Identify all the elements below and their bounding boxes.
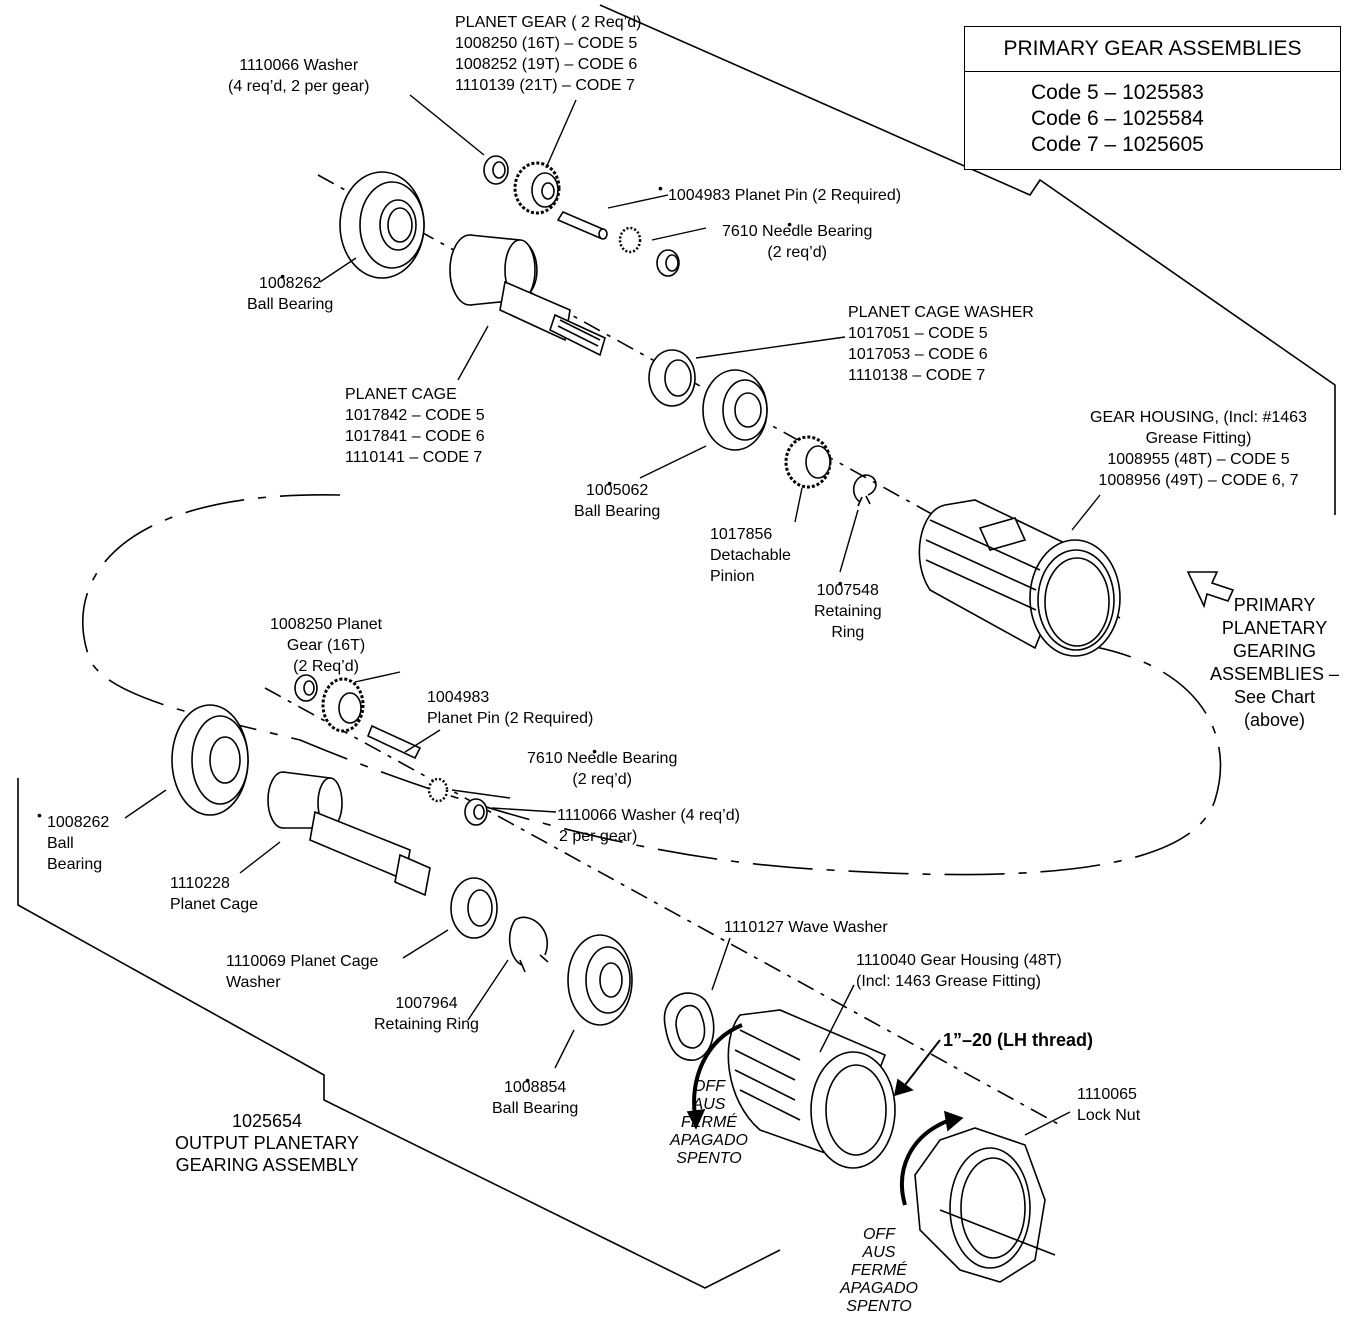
rotation-arrow-2-icon [900,1118,951,1206]
output-gear-housing-label: 1110040 Gear Housing (48T)(Incl: 1463 Gr… [856,952,1062,990]
output-cage-washer-part [450,877,498,939]
primary-pinion-part [784,435,832,489]
primary-gear-assemblies-chart: PRIMARY GEAR ASSEMBLIES Code 5 – 1025583… [964,26,1341,170]
output-washer-part [294,674,488,826]
output-needle-bearing-part [427,777,449,803]
chart-title: PRIMARY GEAR ASSEMBLIES [965,27,1340,72]
primary-retaining-ring-part [852,474,877,507]
output-ball-bearing-2-part [567,934,633,1026]
primary-planet-gear-label: PLANET GEAR ( 2 Req’d)1008250 (16T) – CO… [455,14,642,94]
output-ball-bearing-1-part [171,704,249,816]
callout-arrow-icon [1186,571,1235,609]
primary-needle-bearing-part [618,226,680,277]
output-assembly-bracket [17,778,781,1289]
output-lock-nut-part [914,1127,1056,1283]
output-washer-label: 1110066 Washer (4 req’d)2 per gear) [557,807,740,845]
primary-planet-pin-part [556,210,608,240]
chart-row: Code 5 – 1025583 [1031,81,1204,104]
output-gear-housing-part [727,1009,896,1169]
output-planet-pin-part [366,724,422,760]
output-wave-washer-label: 1110127 Wave Washer [724,919,888,936]
leader-lines [124,94,1101,1136]
primary-gear-housing-part [918,499,1121,657]
primary-assembly-boundary [599,4,1336,515]
output-retaining-ring-part [508,916,549,973]
output-thread-label: 1”–20 (LH thread) [943,1030,1094,1050]
thread-arrow-icon [904,1039,941,1086]
primary-planet-pin-label: 1004983 Planet Pin (2 Required) [658,178,901,206]
output-planet-gear-part [321,677,365,733]
primary-cage-washer-part [648,349,696,407]
primary-washer-part [483,155,509,185]
output-wave-washer-part [663,992,715,1061]
output-dashed-loop [82,494,1222,876]
primary-planet-gear-part [513,161,561,215]
output-needle-bearing-label: 7610 Needle Bearing(2 req’d) [527,741,677,790]
chart-row: Code 6 – 1025584 [1031,107,1204,130]
output-planet-cage-part [267,771,431,897]
rotation-arrow-icon [692,1023,743,1116]
primary-washer-label: 1110066 Washer(4 req’d, 2 per gear) [228,57,370,95]
primary-planet-cage-part [449,234,606,357]
primary-needle-bearing-label: 7610 Needle Bearing(2 req’d) [722,214,872,263]
primary-ball-bearing-2-part [702,369,768,451]
primary-ball-bearing-1-part [339,171,425,279]
chart-row: Code 7 – 1025605 [1031,133,1204,156]
